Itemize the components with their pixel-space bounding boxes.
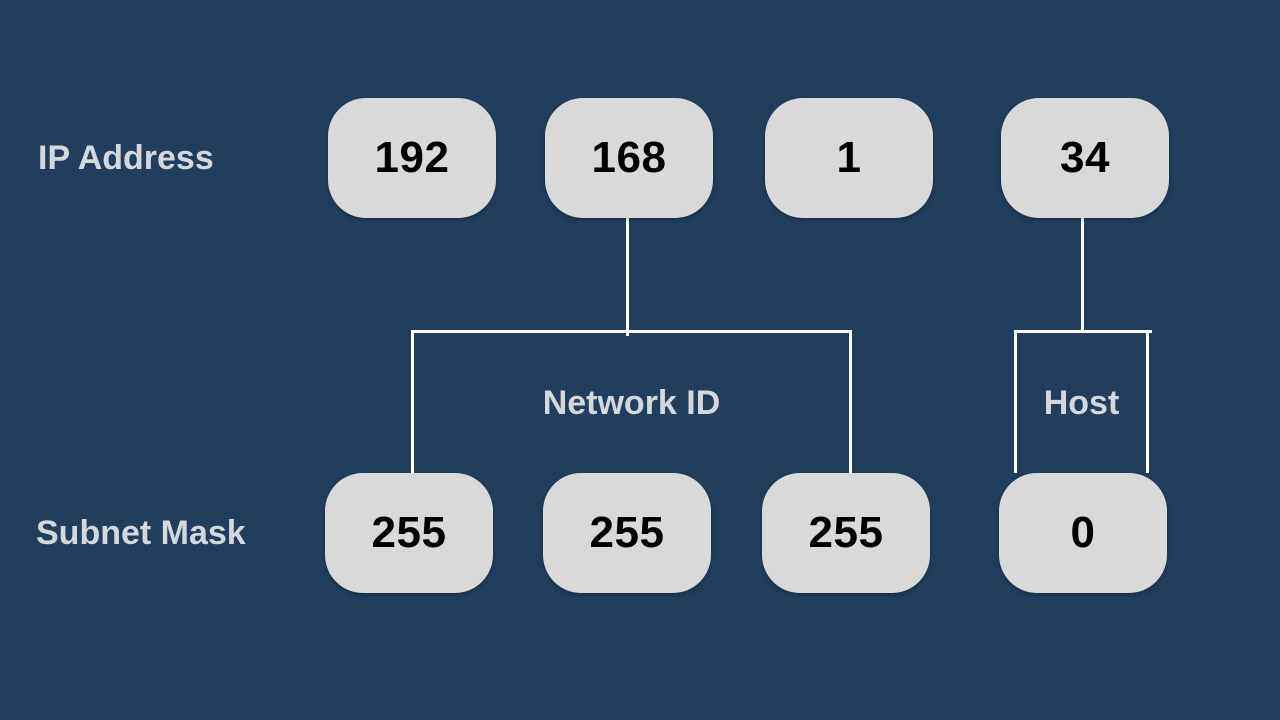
mask-octet-value-1: 255 [371,508,447,557]
mask-octet-value-2: 255 [589,508,665,557]
host-bracket-left-line [1014,330,1017,473]
ip-octet-value-2: 168 [591,133,667,182]
mask-octet-box-4: 0 [999,473,1167,593]
host-bracket-right-line [1146,330,1149,473]
ip-octet-box-1: 192 [328,98,496,218]
ip-address-row-label: IP Address [38,138,214,177]
network-bracket-stub-line [626,218,629,336]
network-bracket-left-line [411,330,414,473]
ip-octet-value-4: 34 [1060,133,1110,182]
mask-octet-box-2: 255 [543,473,711,593]
ip-octet-box-2: 168 [545,98,713,218]
mask-octet-value-3: 255 [808,508,884,557]
mask-octet-box-3: 255 [762,473,930,593]
ip-octet-box-3: 1 [765,98,933,218]
mask-octet-box-1: 255 [325,473,493,593]
host-bracket-stub-line [1081,218,1084,331]
host-bracket-horizontal-line [1014,330,1152,333]
network-bracket-horizontal-line [411,330,852,333]
ip-octet-value-1: 192 [374,133,450,182]
network-bracket-right-line [849,330,852,473]
ip-octet-box-4: 34 [1001,98,1169,218]
mask-octet-value-4: 0 [1070,508,1096,557]
network-id-label: Network ID [542,383,721,422]
host-label: Host [1043,383,1120,422]
subnet-mask-row-label: Subnet Mask [36,513,246,552]
ip-octet-value-3: 1 [836,133,862,182]
